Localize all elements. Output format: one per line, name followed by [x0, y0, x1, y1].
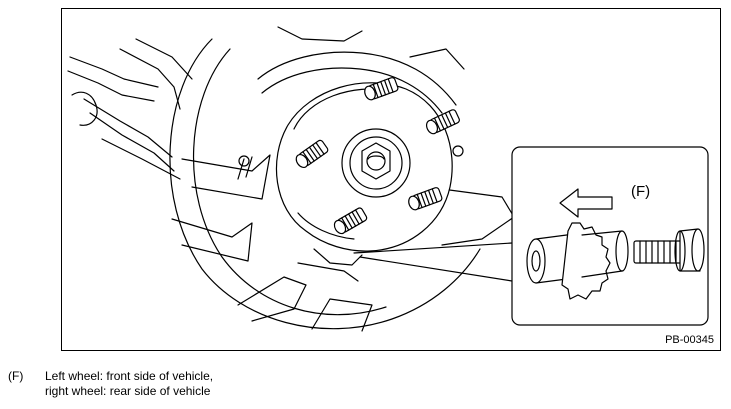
wheel-bolt: [333, 207, 368, 235]
figure-code: PB-00345: [665, 334, 714, 346]
suspension-arm: [67, 38, 193, 180]
brake-shoe: [237, 51, 464, 180]
backing-plate: [169, 26, 515, 332]
wheel-bolt: [408, 187, 443, 211]
direction-arrow: [559, 188, 613, 218]
legend-key: (F): [8, 369, 24, 383]
legend-text: Left wheel: front side of vehicle, right…: [45, 369, 213, 399]
wheel-bolt: [425, 109, 460, 135]
wheel-bolt: [295, 139, 329, 169]
hub-bolt-illustration: [67, 26, 709, 332]
inset-label: (F): [631, 183, 651, 200]
hub-nut: [341, 128, 411, 198]
inset-detail: [511, 146, 709, 326]
leader-lines: [353, 242, 513, 282]
threaded-bolt: [633, 228, 705, 272]
figure-frame: (F) PB-00345: [61, 8, 721, 351]
wheel-bolts: [295, 77, 460, 235]
bolt-collar: [526, 222, 629, 300]
wheel-bolt: [364, 77, 399, 101]
legend-line-2: right wheel: rear side of vehicle: [45, 384, 211, 398]
legend-line-1: Left wheel: front side of vehicle,: [45, 369, 214, 383]
